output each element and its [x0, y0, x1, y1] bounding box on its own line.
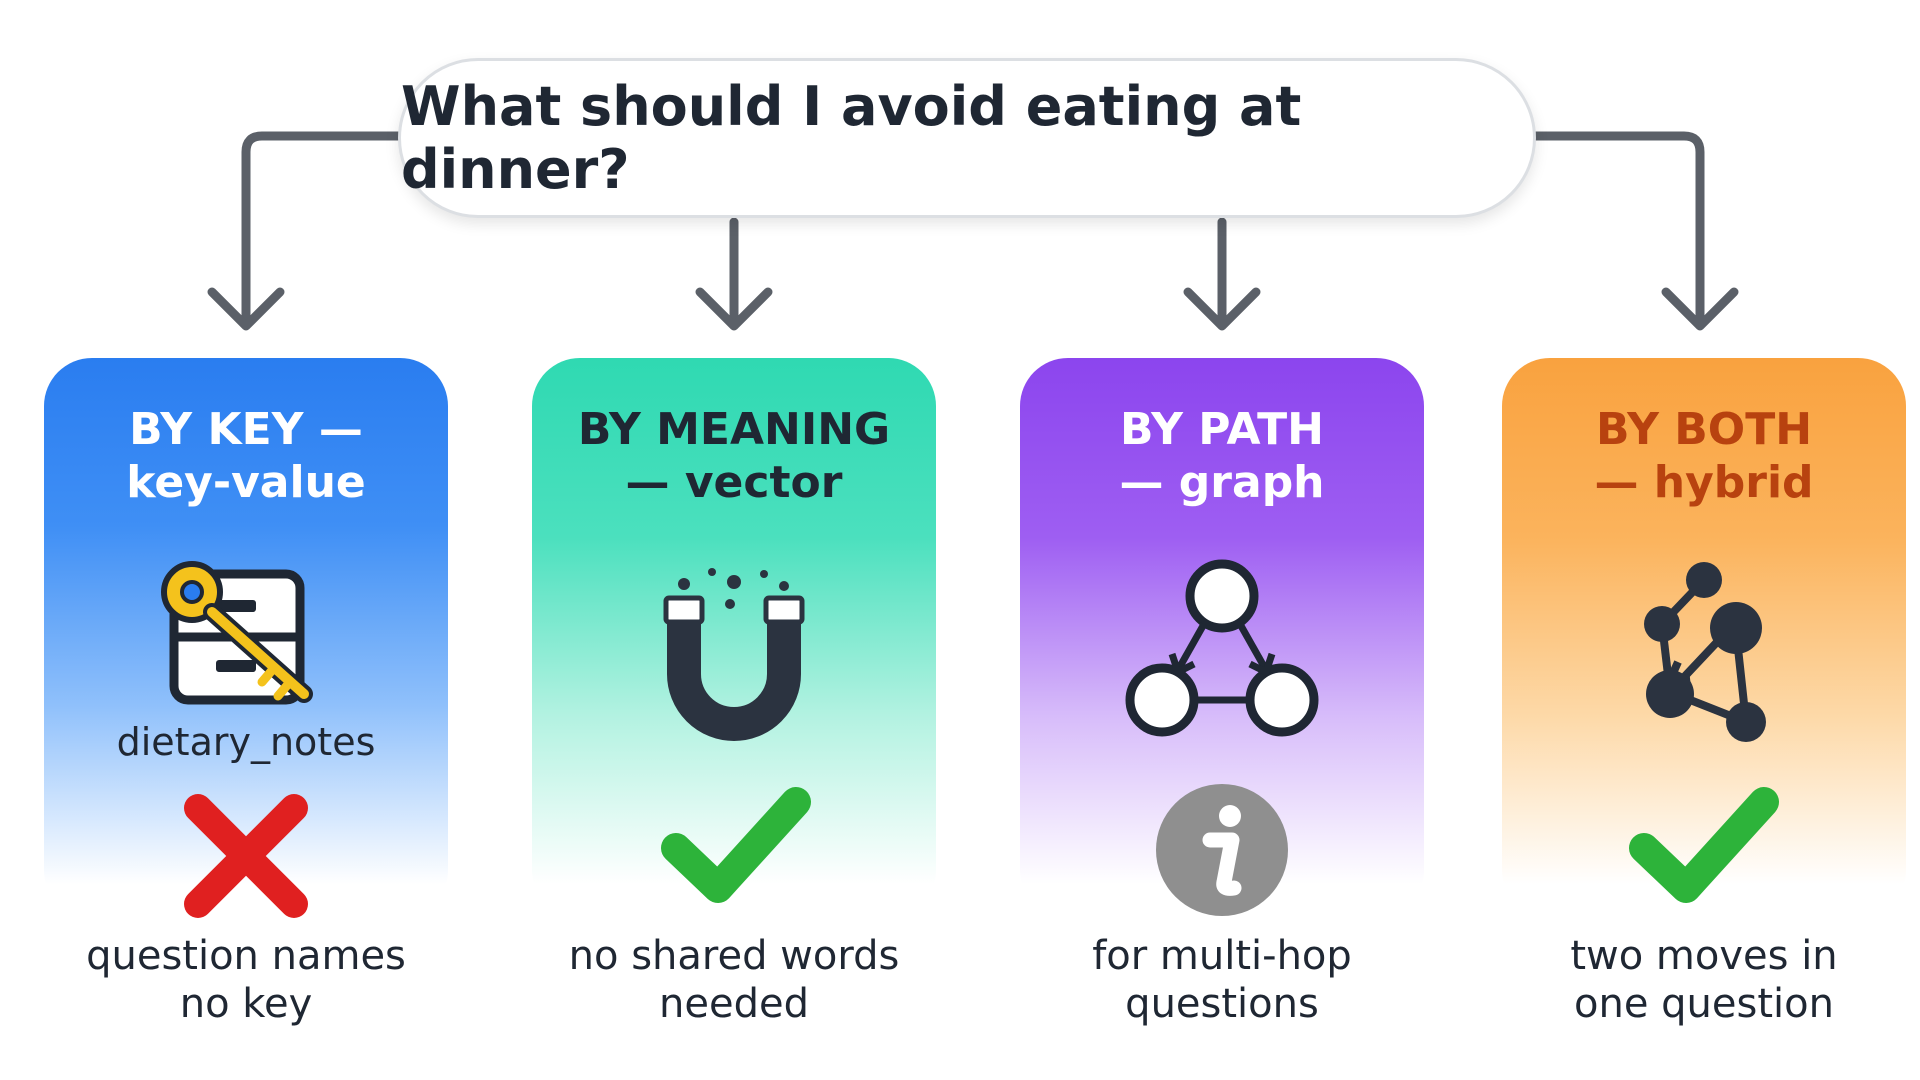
- card-title-line1: BY MEANING: [577, 404, 891, 455]
- checkmark-icon: [1629, 787, 1779, 903]
- caption-line2: needed: [659, 981, 809, 1027]
- caption-line2: no key: [179, 981, 313, 1027]
- hybrid-network-icon: [1644, 562, 1766, 742]
- caption-by-both: two moves in one question: [1502, 932, 1906, 1028]
- magnet-icon: [663, 568, 805, 741]
- caption-line1: two moves in: [1570, 933, 1838, 979]
- arrowhead-path: [1183, 287, 1261, 331]
- card-title-line2: — hybrid: [1594, 456, 1814, 508]
- arrowhead-key: [207, 287, 285, 331]
- arrowhead-meaning: [695, 287, 773, 331]
- caption-line1: question names: [86, 933, 406, 979]
- question-bubble: What should I avoid eating at dinner?: [398, 58, 1536, 218]
- card-title-line2: — vector: [625, 456, 843, 508]
- caption-by-key: question names no key: [44, 932, 448, 1028]
- question-text: What should I avoid eating at dinner?: [401, 75, 1302, 201]
- card-title: BY BOTH — hybrid: [1502, 404, 1906, 510]
- checkmark-icon: [661, 787, 811, 903]
- card-title: BY MEANING — vector: [532, 404, 936, 510]
- caption-by-meaning: no shared words needed: [532, 932, 936, 1028]
- card-title-line1: BY BOTH: [1595, 404, 1813, 455]
- arrow-to-key-card: [241, 131, 403, 327]
- card-by-path: BY PATH — graph: [1020, 358, 1424, 918]
- card-title: BY KEY — key-value: [44, 404, 448, 510]
- cross-icon: [184, 794, 308, 918]
- arrowhead-both: [1661, 287, 1739, 331]
- card-title: BY PATH — graph: [1020, 404, 1424, 510]
- card-by-key: BY KEY — key-value dietary_notes: [44, 358, 448, 918]
- caption-by-path: for multi-hop questions: [1020, 932, 1424, 1028]
- arrow-to-both-card: [1531, 131, 1705, 327]
- card-title-line2: key-value: [126, 456, 366, 508]
- graph-nodes-icon: [1125, 559, 1319, 737]
- key-cabinet-icon: [161, 561, 313, 705]
- info-icon: [1156, 784, 1288, 916]
- card-by-meaning: BY MEANING — vector: [532, 358, 936, 918]
- card-title-line2: — graph: [1119, 456, 1325, 508]
- caption-line2: one question: [1574, 981, 1834, 1027]
- caption-line1: for multi-hop: [1092, 933, 1352, 979]
- field-name-label: dietary_notes: [116, 720, 376, 764]
- card-by-both: BY BOTH — hybrid: [1502, 358, 1906, 918]
- caption-line1: no shared words: [568, 933, 900, 979]
- card-title-line1: BY PATH: [1120, 404, 1324, 455]
- caption-line2: questions: [1125, 981, 1319, 1027]
- card-title-line1: BY KEY —: [129, 404, 363, 455]
